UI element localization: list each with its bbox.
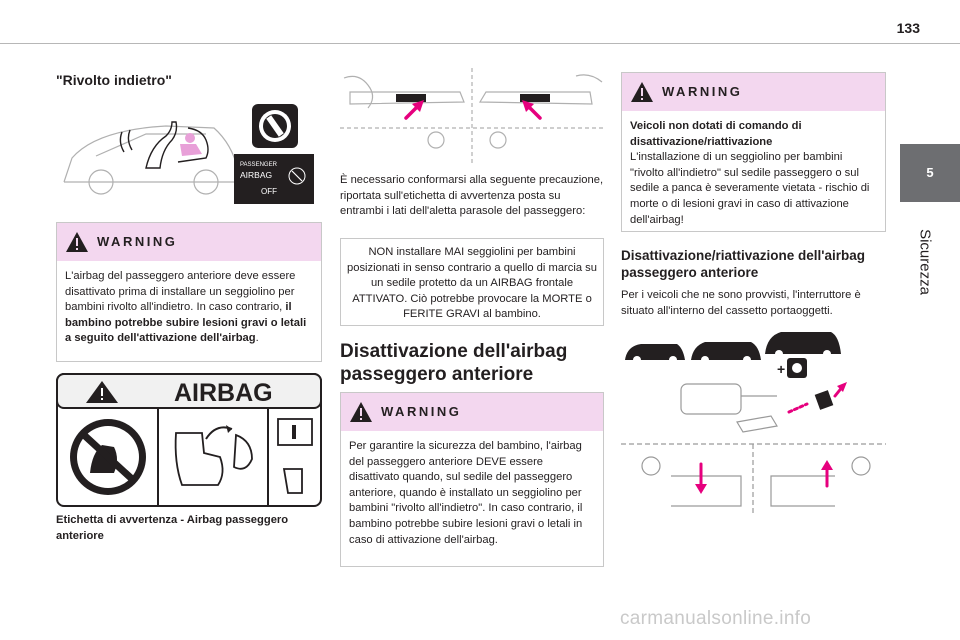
warning-header: WARNING [622, 73, 885, 111]
precaution-intro: È necessario conformarsi alla seguente p… [340, 174, 604, 218]
svg-text:+: + [777, 361, 785, 377]
glovebox-switch-illustration: + [621, 332, 886, 516]
figure-caption: Etichetta di avvertenza - Airbag passegg… [56, 514, 289, 542]
warning-text-bold: Veicoli non dotati di comando di disatti… [630, 120, 802, 148]
section-title: Sicurezza [890, 212, 960, 312]
rear-facing-heading: "Rivolto indietro" [56, 72, 322, 88]
header-rule [0, 43, 960, 44]
warning-text-body: L'installazione di un seggiolino per bam… [630, 151, 870, 226]
warning-text: Veicoli non dotati di comando di disatti… [622, 111, 885, 238]
off-label: OFF [261, 187, 277, 196]
warning-triangle-icon [631, 82, 653, 102]
warning-box-2: WARNING Per garantire la sicurezza del b… [340, 392, 604, 567]
airbag-warning-label-figure: AIRBAG [56, 373, 322, 507]
passenger-label: PASSENGER [240, 162, 278, 168]
warning-title: WARNING [662, 84, 743, 99]
warning-box-3: WARNING Veicoli non dotati di comando di… [621, 72, 886, 232]
car-child-seat-illustration: PASSENGER AIRBAG OFF [63, 104, 314, 204]
warning-text-bold: il bambino potrebbe subire lesioni gravi… [65, 301, 307, 345]
warning-text-part: L'airbag del passeggero anteriore deve e… [65, 270, 296, 314]
warning-header: WARNING [341, 393, 603, 431]
warning-text: L'airbag del passeggero anteriore deve e… [57, 261, 321, 357]
activation-heading: Disattivazione/riattivazione dell'airbag… [621, 248, 866, 280]
page-number: 133 [896, 20, 920, 36]
warning-text-end: . [255, 332, 259, 345]
warning-header: WARNING [57, 223, 321, 261]
watermark: carmanualsonline.info [620, 608, 812, 629]
warning-title: WARNING [97, 234, 178, 249]
warning-triangle-icon [350, 402, 372, 422]
deactivation-heading: Disattivazione dell'airbag passeggero an… [340, 341, 568, 385]
warning-triangle-icon [66, 232, 88, 252]
airbag-label-title: AIRBAG [174, 379, 273, 407]
activation-section: Disattivazione/riattivazione dell'airbag… [621, 247, 886, 281]
rear-facing-title: "Rivolto indietro" [56, 72, 172, 88]
warning-text: Per garantire la sicurezza del bambino, … [349, 440, 583, 546]
precaution-notice: NON installare MAI seggiolini per bambin… [340, 238, 604, 326]
section-tab[interactable]: 5 [900, 144, 960, 202]
sun-visor-label-illustration [340, 68, 604, 164]
section-title-text: Sicurezza [916, 229, 934, 295]
deactivation-section: Disattivazione dell'airbag passeggero an… [340, 340, 604, 386]
activation-text: Per i veicoli che ne sono provvisti, l'i… [621, 289, 861, 317]
warning-box-1: WARNING L'airbag del passeggero anterior… [56, 222, 322, 362]
airbag-label: AIRBAG [240, 170, 272, 180]
warning-title: WARNING [381, 404, 462, 419]
